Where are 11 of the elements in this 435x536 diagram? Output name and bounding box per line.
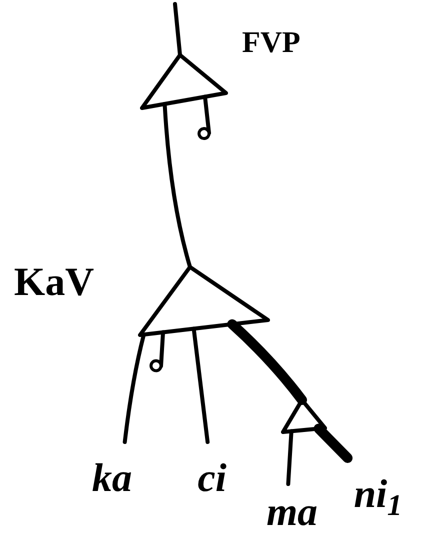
word-label: ni$_{1}$ (338, 458, 418, 514)
branch-line (314, 424, 353, 463)
word-label: ka (80, 442, 144, 498)
branch-line (227, 319, 307, 405)
triangle-node (140, 52, 228, 110)
node-label: KaV (14, 262, 94, 302)
node-label: FVP (242, 28, 300, 58)
word-label: ma (254, 484, 330, 532)
branch-line (173, 2, 182, 57)
triangle-node (138, 265, 270, 337)
word-label: ci (190, 442, 234, 498)
